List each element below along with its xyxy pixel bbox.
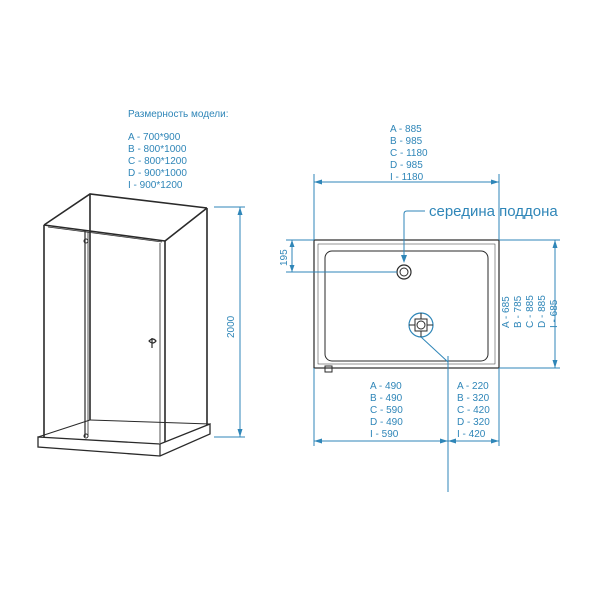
cabin-roof-back xyxy=(43,193,208,226)
left-item-i: I - 590 xyxy=(370,429,399,440)
tray-back-edge-right xyxy=(89,419,211,425)
height-label: 2000 xyxy=(226,315,237,338)
width-item-b: B - 985 xyxy=(390,136,423,147)
cabin-roof-inner xyxy=(47,226,163,243)
tray-inner-bowl xyxy=(324,250,489,362)
door-handle-icon xyxy=(148,338,157,348)
door-hinge-bottom-icon xyxy=(83,433,89,439)
cabin-roof-front xyxy=(43,224,166,242)
models-title: Размерность модели: xyxy=(128,109,229,120)
depth-item-a: A - 685 xyxy=(501,296,512,328)
depth-item-d: D - 885 xyxy=(537,295,548,328)
width-item-a: A - 885 xyxy=(390,124,422,135)
depth-dimension xyxy=(499,239,560,369)
right-item-b: B - 320 xyxy=(457,393,490,404)
valve-leader xyxy=(420,336,449,363)
tray-center-label: середина поддона xyxy=(429,203,558,220)
right-item-i: I - 420 xyxy=(457,429,486,440)
door-hinge-top-icon xyxy=(83,238,89,244)
left-item-b: B - 490 xyxy=(370,393,403,404)
shower-cabin xyxy=(37,193,211,457)
drain-offset-dimension xyxy=(286,239,397,273)
bottom-dimension xyxy=(313,356,500,492)
left-item-d: D - 490 xyxy=(370,417,403,428)
tray-top-view xyxy=(313,239,500,373)
tray-rim xyxy=(317,243,496,365)
width-item-i: I - 1180 xyxy=(390,172,424,183)
tray-leg xyxy=(324,365,333,373)
left-item-c: C - 590 xyxy=(370,405,403,416)
cabin-roof-right xyxy=(164,207,208,242)
model-item-i: I - 900*1200 xyxy=(128,180,183,191)
tray-back-edge xyxy=(37,419,91,438)
drain-offset-label: 195 xyxy=(279,249,290,266)
depth-item-c: C - 885 xyxy=(525,295,536,328)
model-item-b: B - 800*1000 xyxy=(128,144,187,155)
height-dimension xyxy=(214,206,245,438)
center-callout xyxy=(401,210,425,263)
depth-item-i: I - 685 xyxy=(549,299,560,328)
width-dimension xyxy=(313,174,500,240)
right-item-d: D - 320 xyxy=(457,417,490,428)
model-item-d: D - 900*1000 xyxy=(128,168,187,179)
width-item-d: D - 985 xyxy=(390,160,423,171)
right-item-a: A - 220 xyxy=(457,381,489,392)
right-item-c: C - 420 xyxy=(457,405,490,416)
drain-circle-icon xyxy=(396,264,412,280)
model-item-a: A - 700*900 xyxy=(128,132,181,143)
left-item-a: A - 490 xyxy=(370,381,402,392)
model-item-c: C - 800*1200 xyxy=(128,156,187,167)
depth-item-b: B - 785 xyxy=(513,295,524,328)
width-item-c: C - 1180 xyxy=(390,148,428,159)
mixer-valve-icon xyxy=(408,312,434,338)
